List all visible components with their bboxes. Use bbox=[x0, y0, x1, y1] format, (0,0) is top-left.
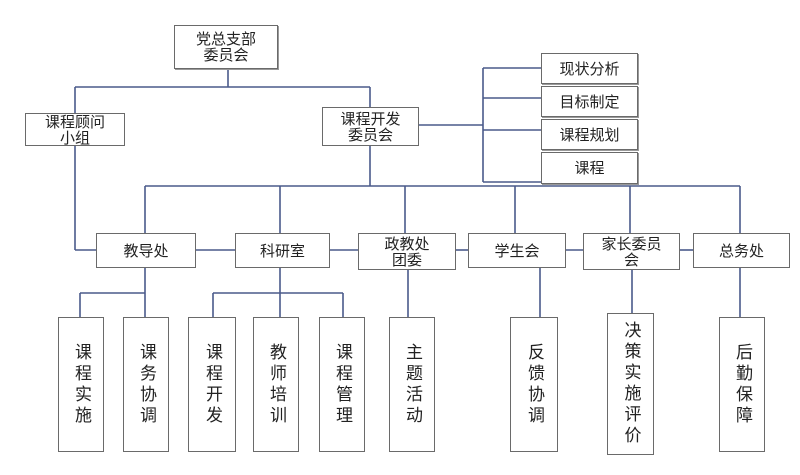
task-course-coordination-label: 课务协调 bbox=[136, 342, 156, 427]
task-feedback-coordination: 反馈协调 bbox=[510, 317, 558, 452]
advisory-line-1: 课程顾问 bbox=[44, 112, 105, 131]
task-teacher-training: 教师培训 bbox=[253, 317, 299, 452]
dev-task-planning-label: 课程规划 bbox=[559, 125, 620, 144]
dev-task-planning: 课程规划 bbox=[541, 119, 638, 150]
dept-academic-affairs-label: 教导处 bbox=[123, 241, 169, 260]
task-course-implementation-label: 课程实施 bbox=[71, 342, 91, 427]
task-course-coordination: 课务协调 bbox=[123, 317, 169, 452]
dev-committee: 课程开发 委员会 bbox=[322, 107, 419, 146]
task-course-management: 课程管理 bbox=[319, 317, 365, 452]
dept-student-union: 学生会 bbox=[468, 233, 566, 268]
task-logistics-support: 后勤保障 bbox=[719, 317, 765, 452]
root-committee: 党总支部 委员会 bbox=[174, 25, 278, 69]
dept-parent-line-2: 会 bbox=[623, 250, 639, 269]
dept-parent-committee: 家长委员 会 bbox=[583, 233, 680, 270]
dept-academic-affairs: 教导处 bbox=[96, 233, 196, 268]
task-course-development-label: 课程开发 bbox=[202, 342, 222, 427]
task-feedback-coordination-label: 反馈协调 bbox=[524, 342, 544, 427]
task-theme-activities-label: 主题活动 bbox=[402, 342, 422, 427]
dev-task-goals: 目标制定 bbox=[541, 86, 638, 117]
dev-task-course: 课程 bbox=[541, 152, 638, 184]
task-course-management-label: 课程管理 bbox=[332, 342, 352, 427]
dev-task-course-label: 课程 bbox=[574, 159, 605, 177]
dev-committee-line-1: 课程开发 bbox=[340, 109, 401, 128]
dept-student-union-label: 学生会 bbox=[494, 241, 540, 260]
dept-political-line-1: 政教处 bbox=[384, 234, 430, 253]
root-line-1: 党总支部 bbox=[195, 30, 256, 48]
dept-general-affairs: 总务处 bbox=[693, 233, 790, 268]
task-logistics-support-label: 后勤保障 bbox=[732, 342, 752, 427]
task-course-development: 课程开发 bbox=[188, 317, 236, 452]
task-theme-activities: 主题活动 bbox=[389, 317, 435, 452]
dept-political-line-2: 团委 bbox=[391, 250, 422, 269]
task-course-implementation: 课程实施 bbox=[58, 317, 104, 452]
dept-research-office-label: 科研室 bbox=[259, 241, 305, 260]
task-decision-evaluation: 决策实施评价 bbox=[607, 313, 654, 455]
task-decision-evaluation-label: 决策实施评价 bbox=[620, 321, 641, 447]
dept-research-office: 科研室 bbox=[235, 233, 330, 268]
dev-task-goals-label: 目标制定 bbox=[559, 92, 620, 111]
advisory-group: 课程顾问 小组 bbox=[25, 113, 125, 146]
dept-parent-line-1: 家长委员 bbox=[601, 234, 662, 253]
task-teacher-training-label: 教师培训 bbox=[266, 342, 286, 427]
dev-task-analysis-label: 现状分析 bbox=[559, 59, 620, 78]
advisory-line-2: 小组 bbox=[59, 128, 90, 147]
dept-political-league: 政教处 团委 bbox=[358, 233, 456, 270]
dev-task-analysis: 现状分析 bbox=[541, 53, 638, 84]
root-line-2: 委员会 bbox=[203, 46, 249, 64]
dept-general-affairs-label: 总务处 bbox=[718, 241, 764, 260]
dev-committee-line-2: 委员会 bbox=[347, 125, 393, 144]
